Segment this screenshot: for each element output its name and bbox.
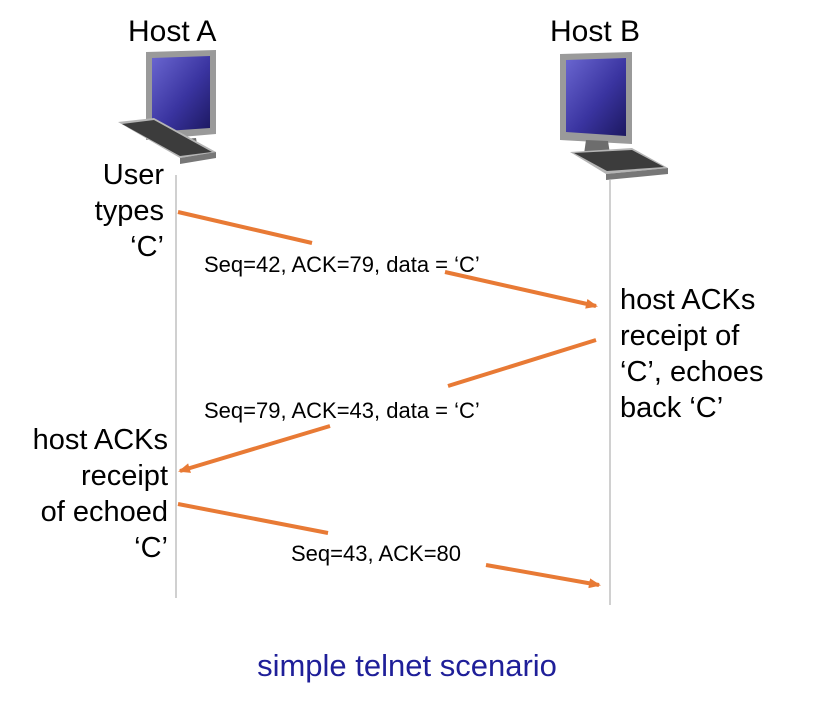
note-line: back ‘C’: [620, 392, 724, 424]
note-line: host ACKs: [620, 284, 756, 316]
note-user-types: User types ‘C’: [95, 157, 164, 265]
segment-arrow-seq43-head: [485, 563, 601, 589]
note-line: ‘C’: [134, 532, 168, 564]
note-line: of echoed: [40, 496, 168, 528]
note-line: ‘C’: [130, 231, 164, 263]
desktop-computer-icon: [560, 52, 668, 180]
segment-arrow-seq42: [177, 210, 313, 245]
host-a-label: Host A: [128, 15, 217, 48]
diagram-caption: simple telnet scenario: [257, 648, 557, 683]
segment-arrow-seq79-head: [178, 424, 331, 473]
host-b-label: Host B: [550, 15, 641, 48]
segment-arrow-seq79: [447, 338, 597, 388]
note-line: User: [102, 159, 164, 191]
note-host-b-ack: host ACKs receipt of ‘C’, echoes back ‘C…: [620, 282, 763, 426]
note-line: types: [94, 195, 164, 227]
segment-label-seq42: Seq=42, ACK=79, data = ‘C’: [204, 252, 480, 277]
note-line: receipt of: [620, 320, 740, 352]
segment-arrow-seq43: [177, 502, 329, 535]
segment-label-seq43: Seq=43, ACK=80: [291, 541, 462, 566]
segment-label-seq79: Seq=79, ACK=43, data = ‘C’: [204, 398, 480, 423]
note-line: ‘C’, echoes: [620, 356, 764, 388]
note-host-a-ack: host ACKs receipt of echoed ‘C’: [33, 422, 168, 566]
note-line: receipt: [80, 460, 168, 492]
segment-arrow-seq42-head: [444, 270, 598, 309]
note-line: host ACKs: [32, 424, 168, 456]
desktop-computer-icon: [118, 50, 216, 164]
